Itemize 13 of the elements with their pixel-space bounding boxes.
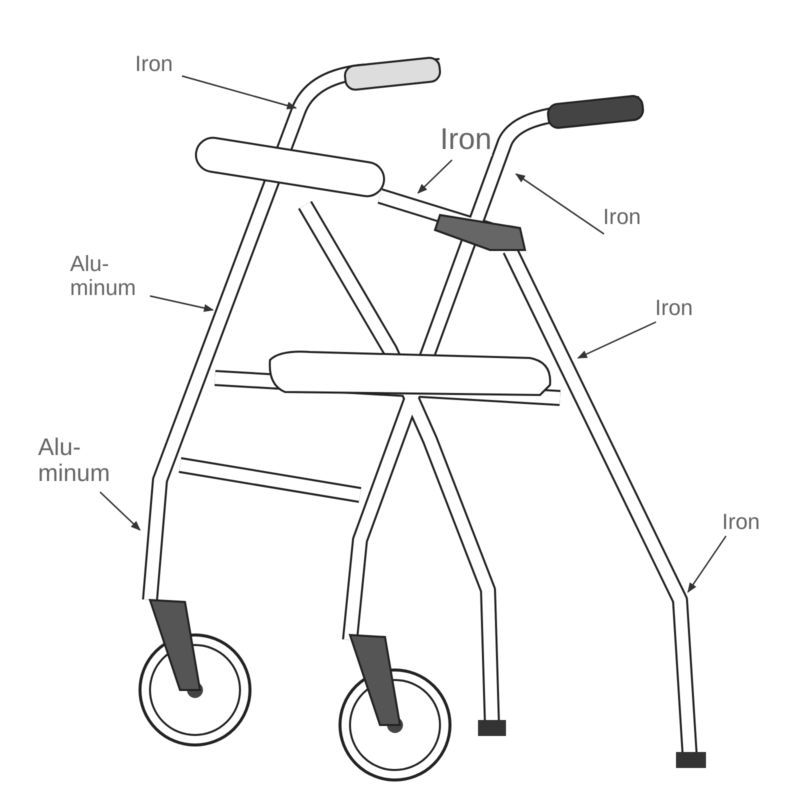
leader-line bbox=[515, 173, 604, 235]
leader-line bbox=[150, 295, 214, 312]
leader-line bbox=[99, 491, 141, 531]
leader-line bbox=[577, 321, 656, 359]
leader-line bbox=[182, 75, 297, 110]
leader-line bbox=[687, 536, 727, 593]
material-label: Alu- minum bbox=[38, 435, 128, 487]
material-label: Iron bbox=[603, 205, 641, 229]
material-label: Iron bbox=[135, 52, 173, 76]
material-label: Iron bbox=[655, 296, 693, 320]
material-label: Alu- minum bbox=[70, 252, 160, 300]
material-label: Iron bbox=[722, 510, 760, 534]
leader-line bbox=[417, 159, 453, 194]
